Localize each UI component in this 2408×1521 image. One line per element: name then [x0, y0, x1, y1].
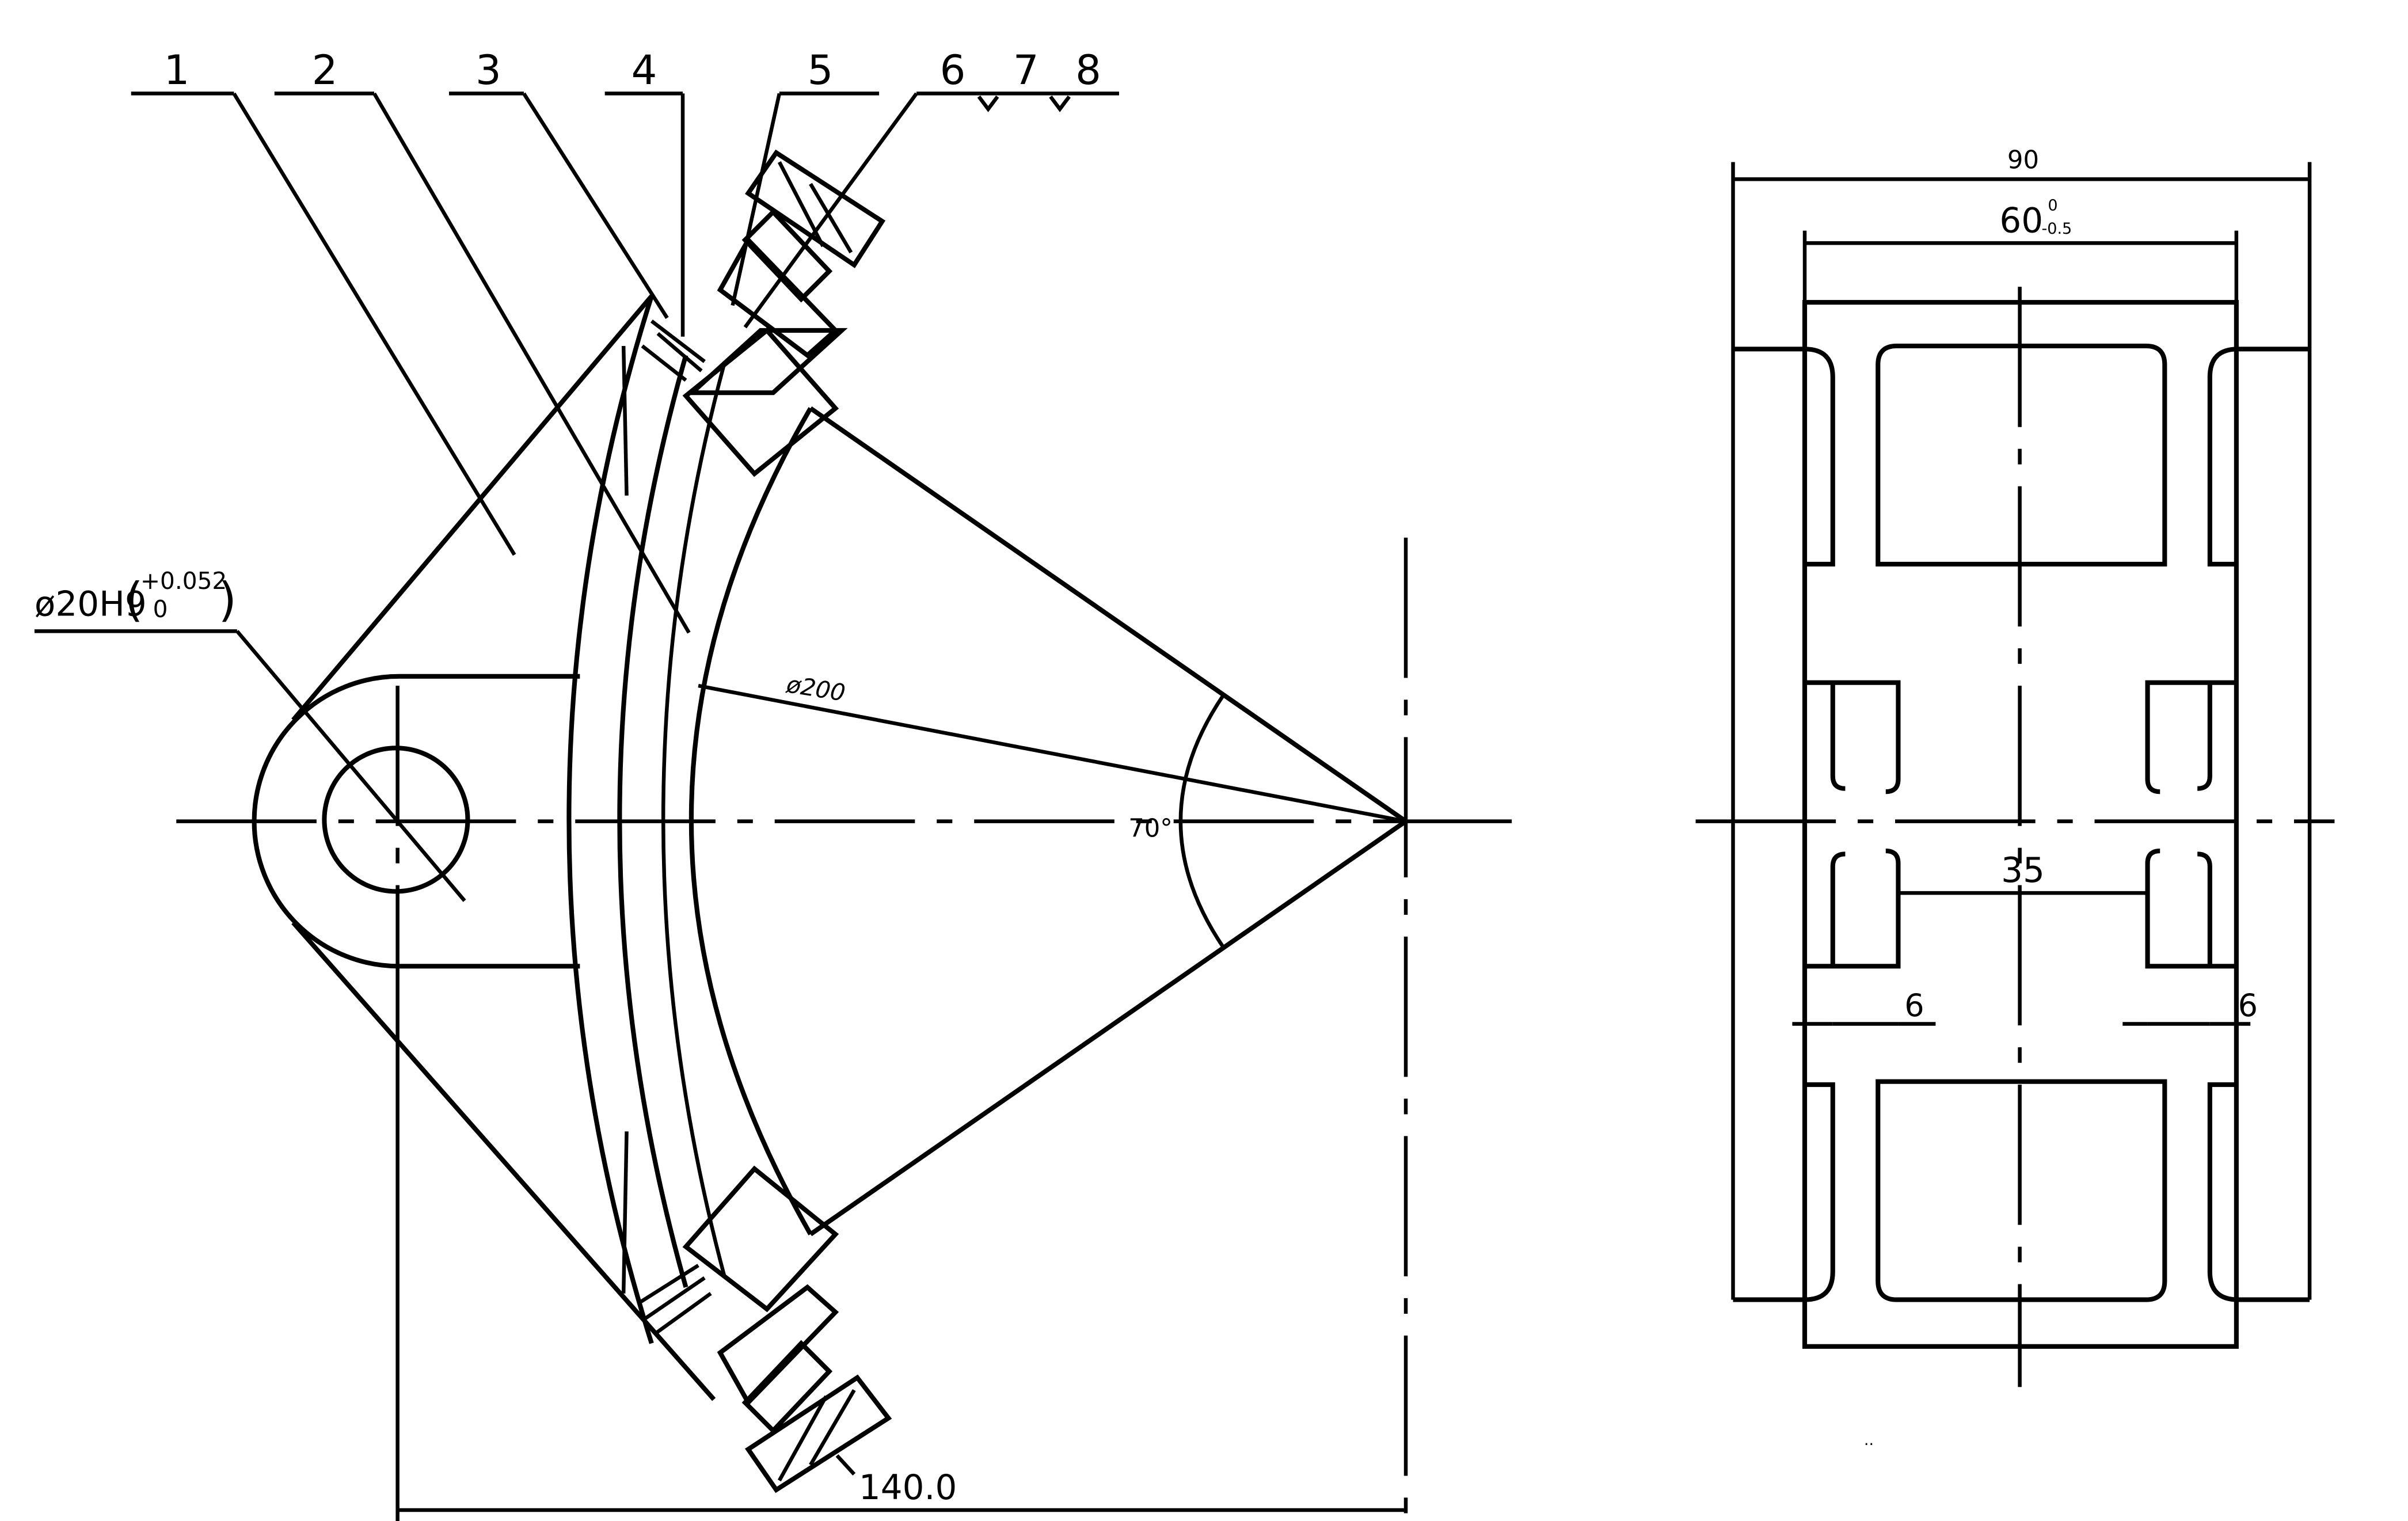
side-view: 90 60 0 -0.5 35 6 6 ·· — [1695, 146, 2335, 1453]
side-view-mark: ·· — [1864, 1435, 1874, 1453]
cone-line-lower — [809, 819, 1407, 1237]
part-number-8: 8 — [1075, 47, 1101, 94]
lower-bolt-assembly — [638, 1165, 892, 1493]
lower-washer — [741, 1340, 833, 1434]
inner-window-top — [1876, 343, 2167, 566]
inner-width-tol-lower: -0.5 — [2041, 220, 2072, 238]
wall-left-label: 6 — [1904, 987, 1924, 1024]
upper-nut — [717, 236, 839, 359]
left-slot — [1830, 682, 1846, 967]
length-label: 140.0 — [859, 1468, 957, 1508]
arc-inner-2 — [661, 361, 727, 1279]
overall-width-label: 90 — [2007, 146, 2039, 174]
pivot-boss — [252, 674, 580, 969]
inner-window-bottom — [1876, 1079, 2167, 1302]
hole-callout-paren-open: ( — [125, 573, 143, 627]
upper-washer — [741, 208, 833, 303]
left-outer-plate-bottom — [1733, 1082, 1835, 1302]
diameter-label: ø200 — [784, 670, 847, 707]
part-number-7: 7 — [1013, 47, 1039, 94]
front-view: 1 2 3 4 5 6 7 8 ø20H9 ( — [34, 47, 1512, 1521]
wedge-line-lower-1 — [621, 1131, 629, 1294]
hole-callout-tol-upper: +0.052 — [140, 567, 227, 595]
plate-edge-upper — [291, 294, 653, 722]
arc-mid — [617, 355, 688, 1288]
wedge-line-upper-1 — [621, 345, 629, 496]
left-outer-plate-top — [1733, 347, 1835, 566]
hole-callout-base: ø20H9 — [35, 584, 147, 624]
inner-width-label: 60 — [1999, 201, 2043, 241]
hole-callout-tol-lower: 0 — [153, 595, 168, 623]
upper-clamp-block — [682, 327, 839, 477]
lower-nut — [717, 1284, 839, 1407]
wall-right-label: 6 — [2238, 987, 2258, 1024]
lower-clamp-block — [682, 1165, 839, 1313]
diameter-dimension-line — [698, 683, 1406, 823]
angle-label: 70° — [1128, 815, 1173, 843]
cone-line-upper — [809, 406, 1407, 823]
part-number-5: 5 — [808, 47, 834, 94]
part-number-2: 2 — [312, 47, 338, 94]
right-slot — [2197, 682, 2212, 967]
left-mid-plate — [1805, 680, 1901, 969]
plate-edge-lower — [291, 921, 716, 1401]
arc-outer — [566, 295, 654, 1344]
part-number-1: 1 — [164, 47, 190, 94]
hole-callout-paren-close: ) — [218, 573, 237, 627]
angle-arc — [1178, 694, 1226, 949]
upper-bolt-assembly — [641, 149, 886, 477]
lower-bolt-head — [745, 1374, 892, 1493]
arc-inner — [688, 407, 813, 1235]
pivot-hole — [322, 746, 470, 894]
part-number-6: 6 — [940, 47, 966, 94]
outer-frame — [1802, 300, 2239, 1349]
right-outer-plate-top — [2207, 347, 2310, 566]
part-number-4: 4 — [632, 47, 657, 94]
part-number-3: 3 — [475, 47, 501, 94]
right-mid-plate — [2145, 680, 2238, 969]
inner-width-tol-upper: 0 — [2048, 196, 2057, 214]
right-outer-plate-bottom — [2207, 1082, 2310, 1302]
part-callouts: 1 2 3 4 5 6 7 8 — [131, 47, 1119, 634]
hole-callout: ø20H9 ( +0.052 0 ) — [34, 567, 466, 902]
gap-width-label: 35 — [2001, 851, 2045, 891]
